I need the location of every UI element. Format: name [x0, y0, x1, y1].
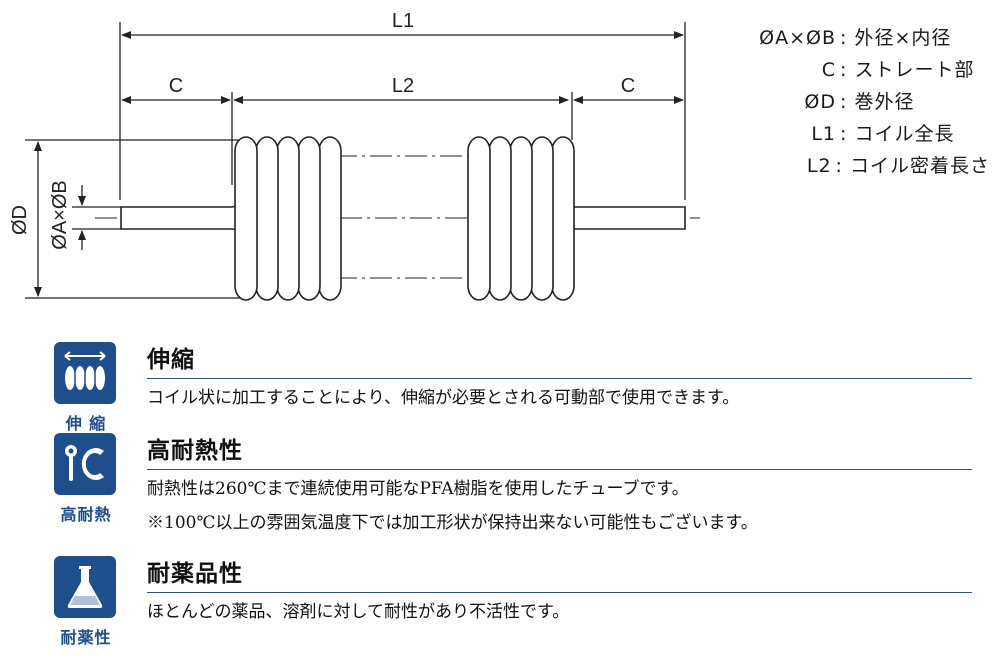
feature-title: 伸縮 — [147, 342, 972, 379]
coil-loop — [255, 136, 279, 301]
coil-loop — [530, 136, 554, 301]
flask-icon — [54, 556, 116, 618]
feature-note: ※100℃以上の雰囲気温度下では加工形状が保持出来ない可能性もございます。 — [147, 513, 758, 533]
feature-icon-label: 高耐熱 — [60, 505, 112, 524]
legend-symbol: L2 — [806, 155, 832, 177]
feature-icon-label: 伸 縮 — [65, 414, 107, 433]
coil-loop — [276, 136, 300, 301]
legend-description: : 巻外径 — [840, 91, 915, 113]
legend-row: L1 : コイル全長 — [700, 118, 990, 150]
dim-AB-label: ØA×ØB — [49, 180, 71, 249]
coil-loop — [467, 136, 491, 301]
feature-title: 高耐熱性 — [147, 433, 972, 470]
legend-description: : 外径×内径 — [840, 27, 952, 49]
legend-row: C : ストレート部 — [700, 54, 990, 86]
feature-icon-label: 耐薬性 — [60, 628, 112, 647]
legend-row: L2 : コイル密着長さ — [700, 150, 990, 182]
stretch-icon — [54, 342, 116, 404]
feature-text: 耐熱性は260℃まで連続使用可能なPFA樹脂を使用したチューブです。 — [147, 479, 689, 499]
coil-loop — [488, 136, 512, 301]
dim-D-label: ØD — [9, 205, 31, 235]
coil-loop — [551, 136, 575, 301]
thermometer-celsius-icon — [54, 433, 116, 495]
legend-symbol: ØA×ØB — [759, 27, 836, 49]
dimension-legend: ØA×ØB : 外径×内径 C : ストレート部 ØD : 巻外径 L1 : コ… — [700, 22, 990, 182]
dim-C-left-label: C — [169, 75, 183, 97]
dim-L2-label: L2 — [392, 75, 414, 97]
feature-icon-block: 高耐熱 — [54, 433, 118, 525]
dim-L1-label: L1 — [392, 10, 414, 32]
legend-description: : コイル密着長さ — [835, 155, 990, 177]
legend-description: : ストレート部 — [840, 59, 975, 81]
coil-loop — [234, 136, 258, 301]
dim-C-right-label: C — [621, 75, 635, 97]
legend-symbol: C — [821, 59, 836, 81]
feature-icon-block: 伸 縮 — [54, 342, 118, 434]
feature-icon-block: 耐薬性 — [54, 556, 118, 648]
coil-loop — [297, 136, 321, 301]
feature-text: ほとんどの薬品、溶剤に対して耐性があり不活性です。 — [147, 602, 570, 622]
feature-title: 耐薬品性 — [147, 556, 972, 593]
legend-description: : コイル全長 — [840, 123, 955, 145]
coil-loop — [318, 136, 342, 301]
feature-text: コイル状に加工することにより、伸縮が必要とされる可動部で使用できます。 — [147, 388, 740, 408]
coil-tube-diagram: L1 C L2 C ØD ØA×ØB — [9, 10, 700, 301]
coil-loop — [509, 136, 533, 301]
legend-row: ØA×ØB : 外径×内径 — [700, 22, 990, 54]
legend-row: ØD : 巻外径 — [700, 86, 990, 118]
legend-symbol: L1 — [811, 123, 836, 145]
legend-symbol: ØD — [804, 91, 836, 113]
